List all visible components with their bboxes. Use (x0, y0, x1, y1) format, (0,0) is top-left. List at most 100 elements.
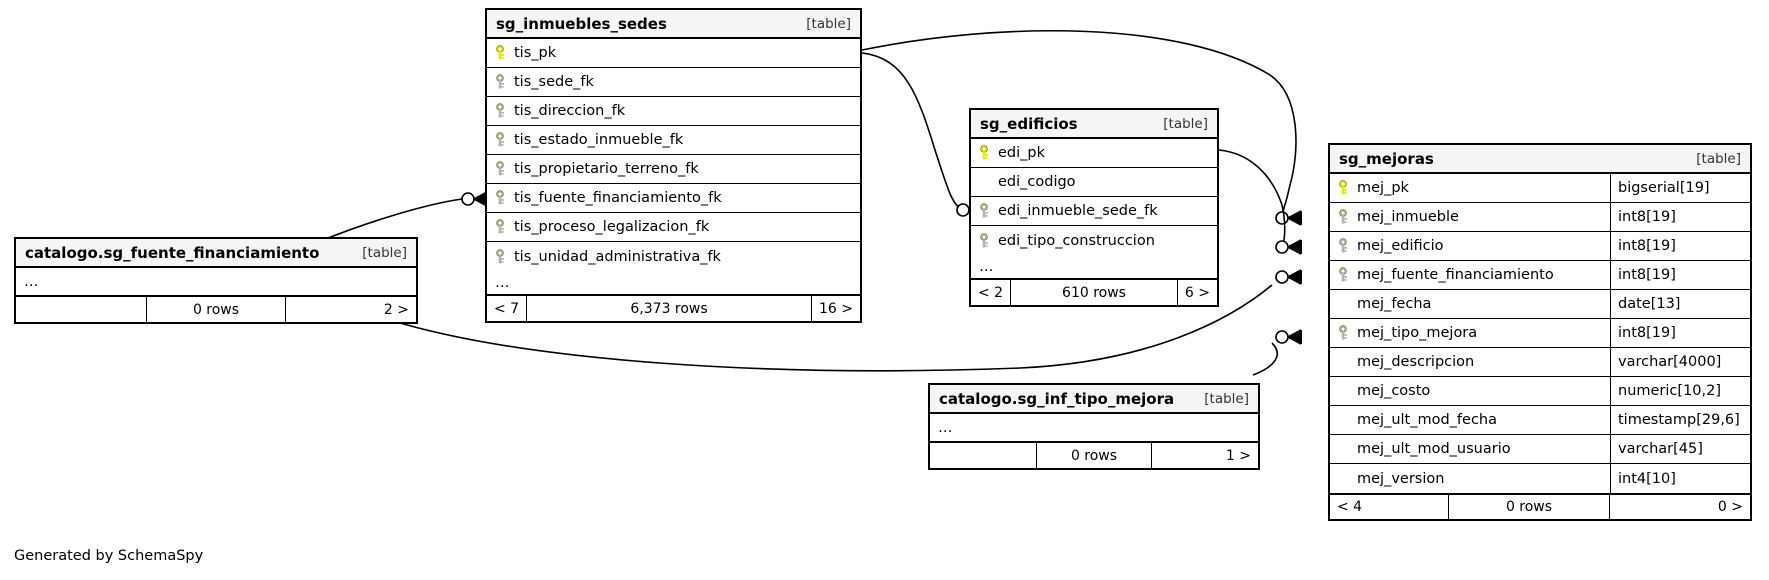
column-label: tis_fuente_financiamiento_fk (514, 190, 722, 206)
column-type: timestamp[29,6] (1610, 406, 1750, 434)
table-header: sg_mejoras [table] (1330, 145, 1750, 174)
foreign-key-icon (495, 248, 509, 265)
column-name: mej_version (1330, 471, 1610, 487)
column-label: tis_sede_fk (514, 74, 594, 90)
table-sg-inmuebles-sedes[interactable]: sg_inmuebles_sedes [table] tis_pk tis_sed… (485, 8, 862, 323)
footer-children[interactable]: 6 > (1184, 284, 1210, 301)
primary-key-icon (1338, 180, 1352, 196)
column-type: varchar[4000] (1610, 348, 1750, 376)
column-type: numeric[10,2] (1610, 377, 1750, 405)
table-title: sg_mejoras (1339, 149, 1434, 168)
table-footer: 0 rows 1 > (930, 442, 1258, 468)
column-row[interactable]: tis_direccion_fk (487, 97, 860, 126)
column-label: edi_inmueble_sede_fk (998, 203, 1158, 219)
more-columns-indicator: … (487, 271, 860, 295)
table-catalogo-sg-fuente-financiamiento[interactable]: catalogo.sg_fuente_financiamiento [table… (14, 237, 418, 324)
footer-children[interactable]: 0 > (1717, 499, 1743, 515)
column-row[interactable]: mej_descripcion varchar[4000] (1330, 348, 1750, 377)
table-type-tag: [table] (1163, 115, 1208, 132)
column-name: mej_tipo_mejora (1330, 325, 1610, 341)
table-type-tag: [table] (362, 244, 407, 261)
column-row[interactable]: tis_fuente_financiamiento_fk (487, 184, 860, 213)
column-list: edi_pk edi_codigo edi_inmueble_sede_fk edi_… (971, 139, 1217, 255)
footer-rowcount: 0 rows (1036, 443, 1152, 468)
column-label: tis_unidad_administrativa_fk (514, 248, 721, 265)
edge-edificios-to-mejoras-edificio (1218, 149, 1286, 245)
column-row[interactable]: mej_tipo_mejora int8[19] (1330, 319, 1750, 348)
column-row[interactable]: edi_tipo_construccion (971, 226, 1217, 255)
column-row[interactable]: mej_ult_mod_fecha timestamp[29,6] (1330, 406, 1750, 435)
column-name: mej_edificio (1330, 238, 1610, 254)
foreign-key-icon (495, 219, 509, 235)
table-type-tag: [table] (1204, 390, 1249, 407)
footer-parents[interactable] (16, 297, 146, 322)
footer-children[interactable]: 1 > (1225, 447, 1251, 464)
column-type: int8[19] (1610, 203, 1750, 231)
footer-parents[interactable]: < 2 (978, 284, 1004, 301)
foreign-key-icon (1338, 267, 1352, 283)
column-row[interactable]: tis_propietario_terreno_fk (487, 155, 860, 184)
column-type: bigserial[19] (1610, 174, 1750, 202)
column-row[interactable]: tis_estado_inmueble_fk (487, 126, 860, 155)
foreign-key-icon (495, 132, 509, 148)
footer-rowcount: 0 rows (146, 297, 286, 322)
column-label: mej_descripcion (1357, 354, 1475, 370)
column-row[interactable]: tis_pk (487, 39, 860, 68)
column-label: mej_tipo_mejora (1357, 325, 1478, 341)
footer-parents[interactable]: < 4 (1337, 499, 1363, 515)
column-list: tis_pk tis_sede_fk tis_direccion_fk tis_est… (487, 39, 860, 271)
foreign-key-icon (979, 232, 993, 249)
footer-children[interactable]: 16 > (819, 300, 853, 317)
column-name: tis_proceso_legalizacion_fk (487, 219, 860, 235)
column-label: mej_fuente_financiamiento (1357, 267, 1554, 283)
column-type: int8[19] (1610, 319, 1750, 347)
column-name: tis_unidad_administrativa_fk (487, 249, 860, 265)
column-row[interactable]: edi_inmueble_sede_fk (971, 197, 1217, 226)
footer-parents[interactable]: < 7 (494, 300, 520, 317)
column-name: mej_ult_mod_usuario (1330, 441, 1610, 457)
table-footer: 0 rows 2 > (16, 296, 416, 322)
column-label: tis_pk (514, 45, 557, 61)
edge-inmuebles-to-edificios (861, 52, 964, 211)
table-catalogo-sg-inf-tipo-mejora[interactable]: catalogo.sg_inf_tipo_mejora [table] … 0 … (928, 383, 1260, 470)
foreign-key-icon (979, 203, 993, 219)
column-label: edi_pk (998, 145, 1046, 161)
column-label: mej_inmueble (1357, 209, 1459, 225)
table-type-tag: [table] (806, 15, 851, 32)
table-title: catalogo.sg_fuente_financiamiento (25, 243, 320, 262)
column-row[interactable]: tis_proceso_legalizacion_fk (487, 213, 860, 242)
edge-endpoint-dot (956, 203, 970, 217)
table-footer: < 4 0 rows 0 > (1330, 493, 1750, 519)
table-title: sg_inmuebles_sedes (496, 14, 667, 33)
column-label: tis_proceso_legalizacion_fk (514, 219, 710, 235)
edge-tipo-mejora-to-mejoras (1252, 342, 1278, 376)
foreign-key-icon (495, 74, 509, 90)
column-row[interactable]: mej_inmueble int8[19] (1330, 203, 1750, 232)
column-row[interactable]: tis_sede_fk (487, 68, 860, 97)
footer-parents[interactable] (930, 443, 1036, 468)
column-name: edi_tipo_construccion (971, 233, 1217, 249)
edge-endpoint-dot (1275, 240, 1289, 254)
column-row[interactable]: edi_codigo (971, 168, 1217, 197)
table-footer: < 2 610 rows 6 > (971, 279, 1217, 305)
column-label: tis_estado_inmueble_fk (514, 132, 684, 148)
column-row[interactable]: edi_pk (971, 139, 1217, 168)
footer-children[interactable]: 2 > (383, 301, 409, 318)
foreign-key-icon (495, 190, 509, 206)
column-label: mej_version (1357, 470, 1445, 487)
footer-rowcount: 0 rows (1448, 495, 1610, 519)
table-header: catalogo.sg_fuente_financiamiento [table… (16, 239, 416, 268)
primary-key-icon (979, 145, 993, 161)
column-label: mej_ult_mod_fecha (1357, 412, 1498, 428)
column-row[interactable]: tis_unidad_administrativa_fk (487, 242, 860, 271)
